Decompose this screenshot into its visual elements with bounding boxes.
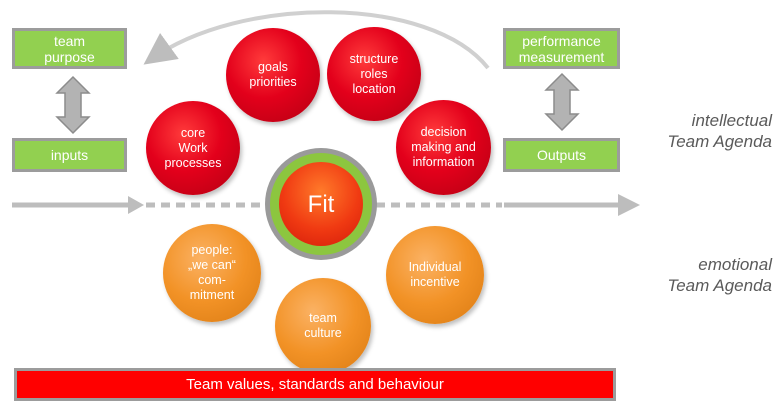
outputs-box: Outputs xyxy=(503,138,620,172)
goals-priorities-circle: goals priorities xyxy=(226,28,320,122)
team-purpose-box: team purpose xyxy=(12,28,127,69)
team-values-banner: Team values, standards and behaviour xyxy=(14,368,616,401)
inputs-box: inputs xyxy=(12,138,127,172)
structure-roles-location-circle: structure roles location xyxy=(327,27,421,121)
structure-roles-location-label: structure roles location xyxy=(349,51,399,96)
core-work-processes-label: core Work processes xyxy=(164,125,222,170)
fit-outer-ring: Fit xyxy=(265,148,377,260)
outputs-label: Outputs xyxy=(536,147,587,163)
team-culture-label: team culture xyxy=(304,311,342,340)
double-arrow-left xyxy=(55,75,91,135)
individual-incentive-label: Individual incentive xyxy=(408,260,462,289)
people-we-can-commitment-label: people: „we can“ com- mitment xyxy=(188,243,236,302)
team-culture-circle: team culture xyxy=(275,278,371,374)
core-work-processes-circle: core Work processes xyxy=(146,101,240,195)
feedback-arc-arrow xyxy=(143,10,490,70)
performance-measurement-box: performance measurement xyxy=(503,28,620,69)
fit-label: Fit xyxy=(307,190,335,218)
decision-making-circle: decision making and information xyxy=(396,100,491,195)
goals-priorities-label: goals priorities xyxy=(249,60,297,89)
team-values-banner-label: Team values, standards and behaviour xyxy=(186,376,444,393)
performance-measurement-label: performance measurement xyxy=(518,32,605,65)
intellectual-team-agenda-label: intellectual Team Agenda xyxy=(667,111,772,151)
emotional-team-agenda-label: emotional Team Agenda xyxy=(667,255,772,295)
team-purpose-label: team purpose xyxy=(44,32,95,65)
double-arrow-right xyxy=(544,72,580,132)
decision-making-label: decision making and information xyxy=(411,125,476,169)
individual-incentive-circle: Individual incentive xyxy=(386,226,484,324)
inputs-label: inputs xyxy=(50,147,89,163)
fit-circle: Fit xyxy=(279,162,363,246)
people-we-can-commitment-circle: people: „we can“ com- mitment xyxy=(163,224,261,322)
fit-green-ring: Fit xyxy=(270,153,372,255)
